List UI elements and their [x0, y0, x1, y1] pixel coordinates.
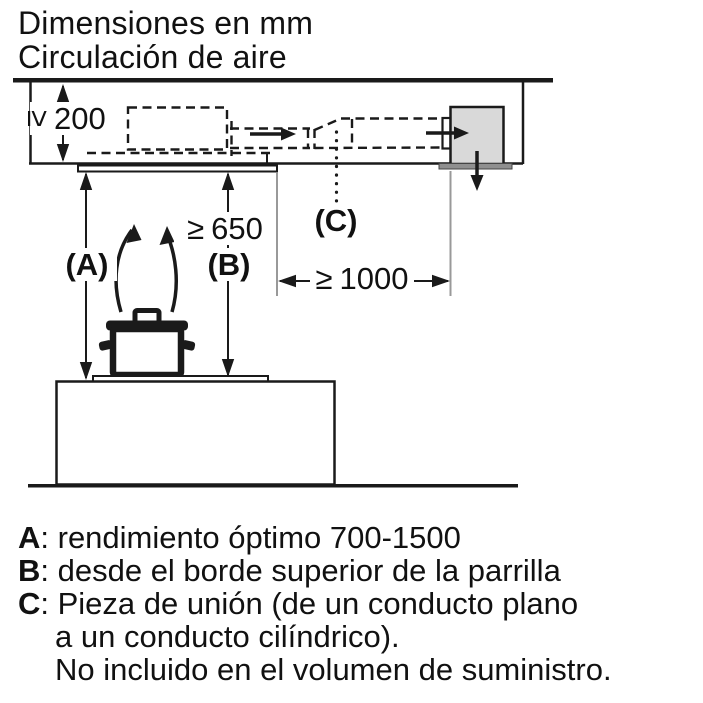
geq-symbol: ≥ — [315, 261, 333, 296]
hood-duct-dashed — [87, 106, 443, 156]
steam-arrows-icon — [114, 224, 178, 313]
legend-item-c: C: Pieza de unión (de un conducto plano — [18, 587, 694, 620]
legend-text-c-cont-2: No incluido en el volumen de suministro. — [55, 652, 612, 687]
legend-item-b: B: desde el borde superior de la parrill… — [18, 554, 694, 587]
label-b: (B) — [199, 248, 259, 281]
airflow-arrow-1-icon — [250, 127, 296, 141]
title-line-1: Dimensiones en mm — [18, 5, 314, 41]
exhaust-down-arrow-icon — [470, 151, 484, 191]
dimension-ceiling-gap: ≥200 — [21, 101, 106, 136]
hood-plenum-dashed — [126, 106, 229, 151]
title-line-2: Circulación de aire — [18, 39, 287, 75]
legend-key-b: B — [18, 553, 41, 588]
airflow-arrow-2-icon — [426, 126, 469, 140]
label-a: (A) — [57, 248, 117, 281]
label-c: (C) — [306, 204, 366, 237]
page-title: Dimensiones en mm Circulación de aire — [18, 6, 313, 74]
legend-text-c-cont-1: a un conducto cilíndrico). — [55, 619, 400, 654]
hood-panel — [77, 164, 278, 173]
installation-diagram — [13, 78, 553, 488]
transition-slope — [314, 117, 342, 132]
ceiling-slab — [13, 78, 553, 83]
geq-symbol: ≥ — [187, 211, 205, 246]
dimension-duct-length-value: 1000 — [339, 261, 409, 296]
counter-cabinet — [55, 380, 336, 486]
dimension-ceiling-gap-value: 200 — [54, 101, 106, 136]
pot-icon — [98, 308, 196, 379]
dimension-duct-length: ≥1000 — [310, 262, 414, 295]
dimension-hood-height-value: 650 — [211, 211, 263, 246]
legend: A: rendimiento óptimo 700-1500 B: desde … — [18, 521, 694, 686]
legend-item-a: A: rendimiento óptimo 700-1500 — [18, 521, 694, 554]
legend-key-c: C — [18, 586, 41, 621]
dimension-hood-height: ≥650 — [174, 212, 276, 245]
legend-text-c: : Pieza de unión (de un conducto plano — [40, 586, 579, 621]
legend-text-a: : rendimiento óptimo 700-1500 — [40, 520, 461, 555]
geq-symbol: ≥ — [21, 109, 57, 128]
round-duct-bottom — [314, 146, 443, 150]
legend-key-a: A — [18, 520, 41, 555]
legend-text-b: : desde el borde superior de la parrilla — [40, 553, 561, 588]
